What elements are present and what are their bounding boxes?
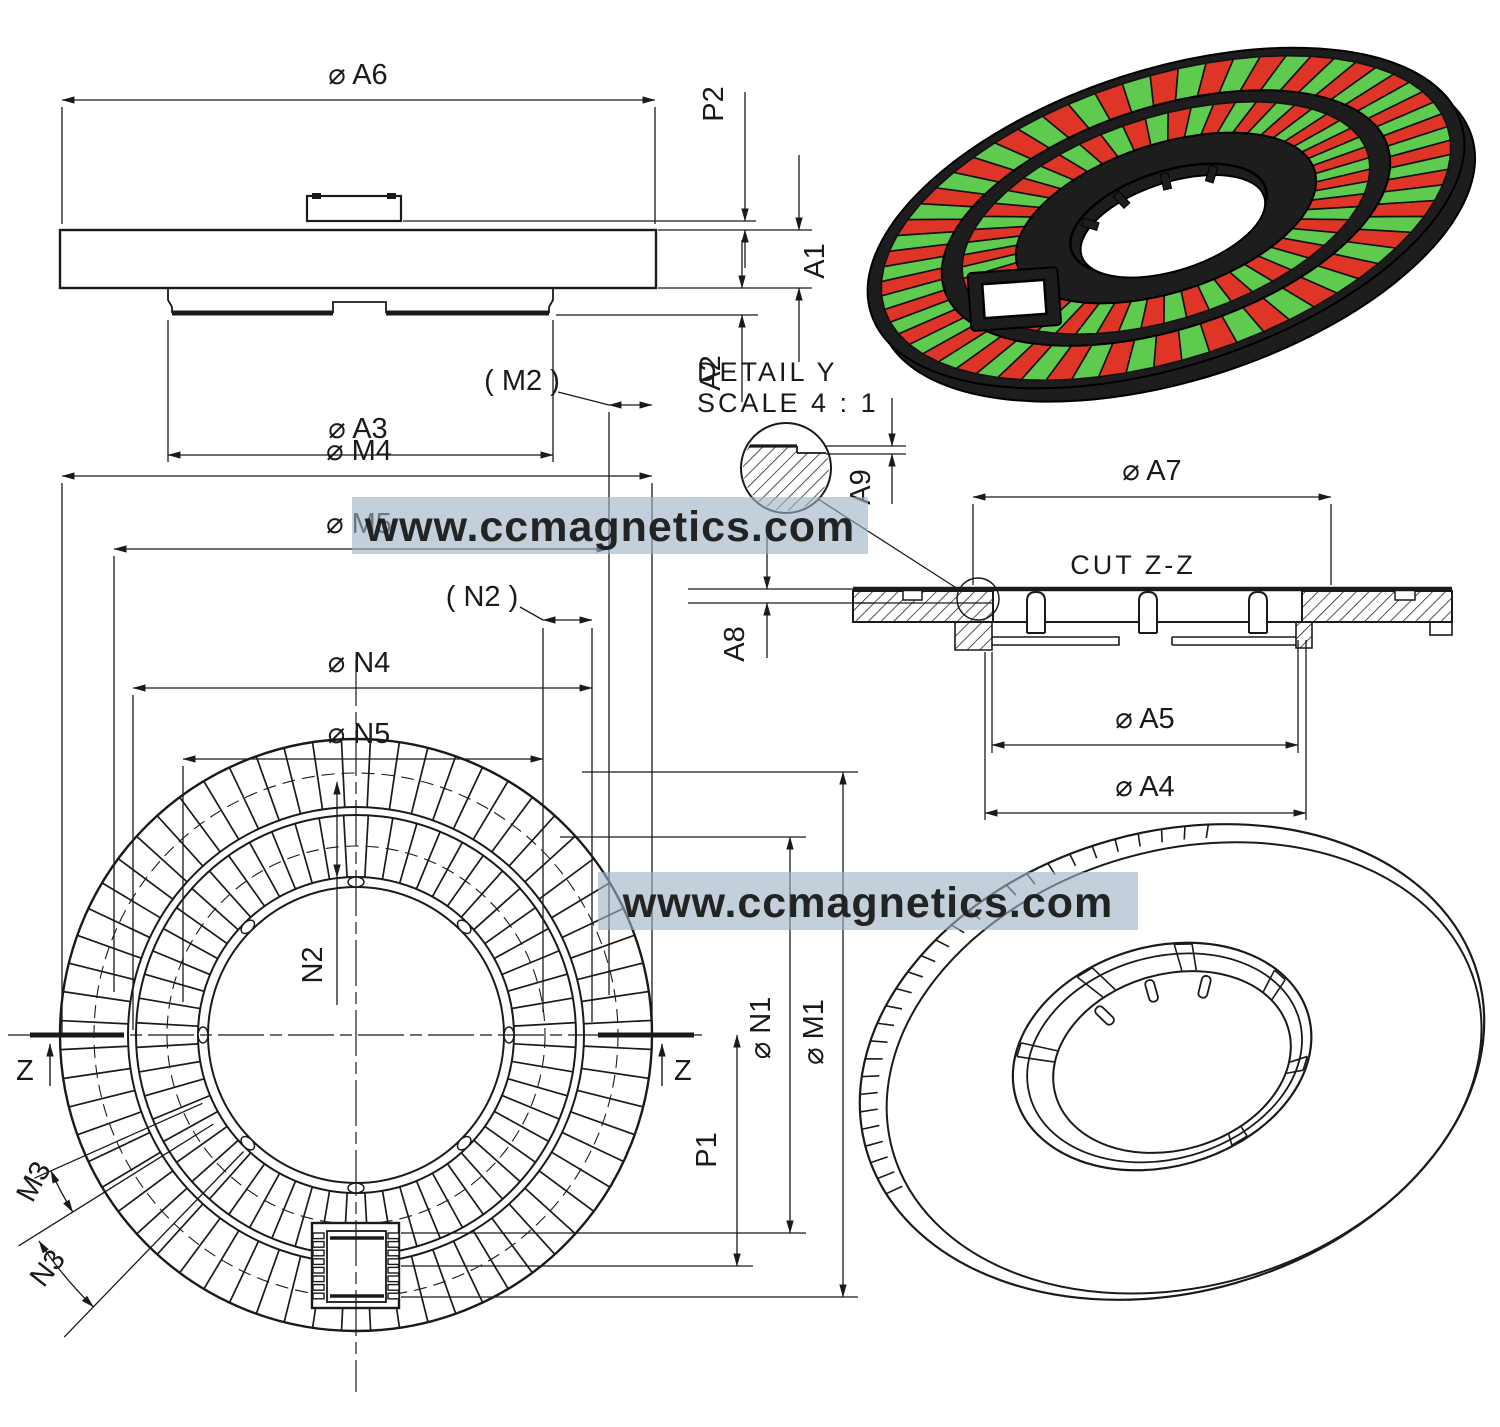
watermark-band-2: www.ccmagnetics.com [598, 872, 1138, 930]
hub-profile [167, 288, 554, 316]
dim-label-m2: ( M2 ) [484, 365, 560, 397]
side-view: ⌀ A6 P2 A1 A2 ⌀ A3 [58, 59, 831, 462]
detail-y-view: DETAIL Y SCALE 4 : 1 A9 [697, 357, 959, 590]
detail-title: DETAIL Y [697, 357, 838, 387]
watermark-text-2: www.ccmagnetics.com [622, 879, 1114, 927]
wireframe-3d [858, 823, 1486, 1301]
dim-label-n2-ref: ( N2 ) [446, 581, 519, 613]
zz-label-right: Z [674, 1055, 692, 1087]
inner-track-ticks [136, 815, 576, 1255]
front-view: ( M2 ) ⌀ M4 ⌀ M5 ( N2 ) ⌀ N4 ⌀ N5 N2 P1 … [8, 365, 858, 1392]
dim-label-n4: ⌀ N4 [328, 647, 391, 679]
detail-dimensions [817, 398, 959, 590]
sensor-chip-side [305, 193, 403, 223]
section-title: CUT Z-Z [1070, 550, 1195, 580]
watermark-band-1: www.ccmagnetics.com [352, 497, 868, 554]
side-dimensions [61, 92, 812, 462]
dim-label-a2: A2 [695, 355, 727, 390]
hub-snap-bumps [197, 876, 515, 1194]
index-feature [966, 266, 1062, 332]
outer-pole-track [880, 54, 1452, 382]
dim-label-m1: ⌀ M1 [798, 999, 830, 1065]
dim-label-a6: ⌀ A6 [328, 59, 387, 91]
hub-tabs [1080, 164, 1219, 231]
chip-pins [312, 1232, 400, 1300]
watermark-text-1: www.ccmagnetics.com [364, 503, 856, 551]
dim-label-p1: P1 [691, 1132, 723, 1167]
wireframe-hub-tabs [1016, 943, 1309, 1146]
section-pins [1026, 590, 1268, 634]
dim-label-m3: M3 [10, 1156, 57, 1207]
render-3d [866, 46, 1477, 403]
detail-marker-circle [956, 577, 1000, 621]
detail-scale: SCALE 4 : 1 [697, 388, 879, 418]
front-dimensions [18, 391, 858, 1338]
dim-label-a3: ⌀ A3 [328, 413, 387, 445]
dim-label-a5: ⌀ A5 [1115, 703, 1174, 735]
dim-label-n5: ⌀ N5 [328, 718, 391, 750]
section-dimensions [688, 493, 1332, 820]
section-line-zz [30, 1032, 694, 1086]
dim-label-a7: ⌀ A7 [1122, 455, 1181, 487]
dim-label-n2: N2 [297, 946, 329, 983]
dim-label-n3: N3 [24, 1244, 72, 1293]
dim-label-a8: A8 [719, 626, 751, 661]
zz-label-left: Z [16, 1055, 34, 1087]
wireframe-hub-pins [1094, 975, 1212, 1026]
dim-label-a4: ⌀ A4 [1115, 771, 1174, 803]
dim-label-a1: A1 [799, 243, 831, 278]
dim-label-n1: ⌀ N1 [745, 997, 777, 1060]
dim-label-p2: P2 [698, 86, 730, 121]
dim-label-m4: ⌀ M4 [326, 435, 392, 467]
cut-zz-view: CUT Z-Z ⌀ A7 A8 ⌀ A5 ⌀ A4 [688, 455, 1453, 820]
